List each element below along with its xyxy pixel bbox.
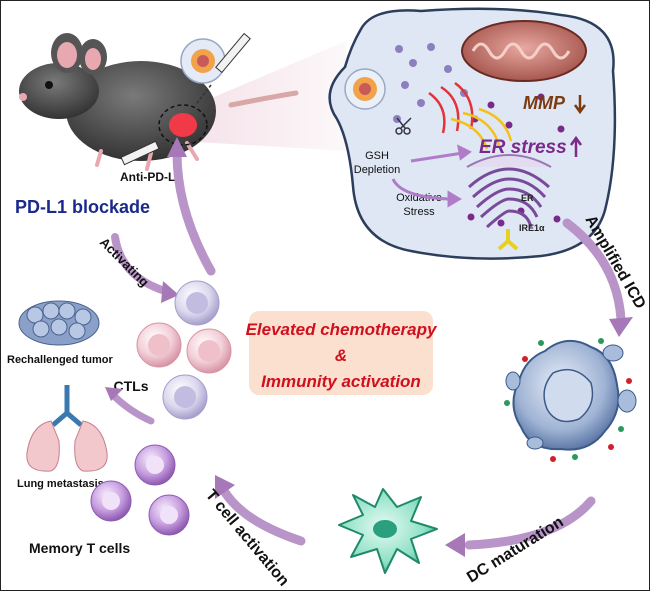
mmp-label: MMP <box>523 93 566 113</box>
ire1a-receptor <box>497 229 519 251</box>
er-stress-up-arrow <box>569 135 583 157</box>
nanoparticle-inside <box>344 68 386 110</box>
gsh-label: GSH <box>365 150 389 162</box>
vesicle-dots <box>393 43 468 123</box>
ctls-label: CTLs <box>114 378 149 394</box>
rechallenged-tumor <box>18 300 100 346</box>
mitochondrion <box>461 20 587 82</box>
nanoparticle-injection <box>180 32 251 104</box>
dc-maturation-label: DC maturation <box>464 514 566 587</box>
internal-arrows <box>391 144 472 208</box>
tumor-site <box>169 113 197 137</box>
zoom-wedge <box>181 41 346 151</box>
dying-tumor-cell <box>504 338 637 462</box>
anti-pd-l1-syringe <box>120 140 160 166</box>
mmp-down-arrow <box>573 95 587 115</box>
mouse-illustration <box>19 33 299 171</box>
memory-t-cells-label: Memory T cells <box>29 540 130 556</box>
oxidative-stress-label: Stress <box>403 206 435 218</box>
cycle-arrows <box>172 148 626 550</box>
drug-fibres <box>428 81 513 150</box>
activating-arrow <box>111 233 169 295</box>
cycle-arrowheads <box>167 137 633 557</box>
center-line-2: & <box>335 346 347 365</box>
memory-t-cells <box>90 444 190 536</box>
scissor-icon <box>395 117 412 135</box>
cell-panel: MMP ER stress GSH Depletion Oxidative St… <box>328 7 617 260</box>
endoplasmic-reticulum <box>467 167 551 229</box>
lung-metastasis-label: Lung metastasis <box>17 478 104 490</box>
center-summary-box: Elevated chemotherapy & Immunity activat… <box>246 311 438 395</box>
dendritic-cell <box>338 488 438 574</box>
er-label: ER <box>521 193 534 203</box>
oxidative-label: Oxidative <box>396 192 442 204</box>
protection-arrow <box>109 391 155 425</box>
center-line-3: Immunity activation <box>261 372 421 391</box>
lung-illustration <box>26 385 108 472</box>
center-line-1: Elevated chemotherapy <box>246 320 438 339</box>
anti-pd-l1-label: Anti-PD-L1 <box>120 170 182 184</box>
rechallenged-tumor-label: Rechallenged tumor <box>7 354 113 366</box>
gsh-depletion-label: Depletion <box>354 164 400 176</box>
t-cell-activation-label: T cell activation <box>202 487 292 590</box>
ire1a-label: IRE1α <box>519 223 545 233</box>
er-stress-label: ER stress <box>479 137 567 158</box>
ctl-cells <box>136 280 232 420</box>
activating-label: Activating <box>97 235 152 290</box>
pd-l1-blockade-label: PD-L1 blockade <box>15 197 150 217</box>
